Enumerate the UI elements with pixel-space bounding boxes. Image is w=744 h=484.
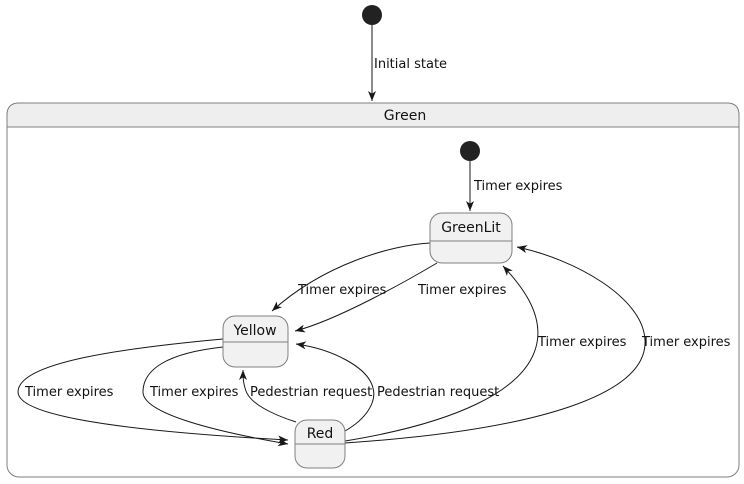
transition-greenlit-to-yellow-2 bbox=[294, 262, 438, 333]
transition-label-greenlit-yellow-2: Timer expires bbox=[417, 283, 507, 298]
transition-greenlit-to-yellow-1 bbox=[271, 242, 431, 312]
transition-red-to-yellow-2 bbox=[295, 341, 375, 432]
transition-red-to-greenlit-2 bbox=[344, 245, 646, 444]
transition-red-to-greenlit-1 bbox=[344, 265, 539, 442]
state-red: Red bbox=[294, 419, 346, 469]
state-greenlit-title: GreenLit bbox=[441, 220, 501, 236]
composite-state-green: Green bbox=[6, 102, 740, 478]
initial-state-dot bbox=[362, 5, 382, 25]
state-greenlit-box bbox=[429, 212, 513, 264]
transition-label-yellow-red-2: Timer expires bbox=[149, 385, 239, 400]
transition-yellow-to-red-1 bbox=[17, 338, 289, 444]
transition-label-red-yellow-1: Pedestrian request bbox=[250, 385, 372, 400]
transition-label-red-greenlit-2: Timer expires bbox=[641, 335, 731, 350]
state-yellow: Yellow bbox=[222, 315, 289, 368]
transition-label-red-greenlit-1: Timer expires bbox=[537, 335, 627, 350]
transition-label-innerinitial: Timer expires bbox=[473, 179, 563, 194]
transition-label-red-yellow-2: Pedestrian request bbox=[377, 385, 499, 400]
transition-label-greenlit-yellow-1: Timer expires bbox=[297, 283, 387, 298]
green-state-titlebar bbox=[6, 102, 740, 128]
transition-label-yellow-red-1: Timer expires bbox=[24, 385, 114, 400]
transition-label-initial: Initial state bbox=[374, 57, 447, 72]
inner-initial-state-dot bbox=[460, 141, 480, 161]
state-greenlit: GreenLit bbox=[429, 212, 513, 264]
state-red-title: Red bbox=[307, 426, 334, 442]
state-yellow-title: Yellow bbox=[232, 323, 276, 339]
green-state-title: Green bbox=[384, 108, 426, 124]
transition-yellow-to-red-2 bbox=[142, 346, 289, 447]
transition-red-to-yellow-1 bbox=[239, 369, 297, 423]
